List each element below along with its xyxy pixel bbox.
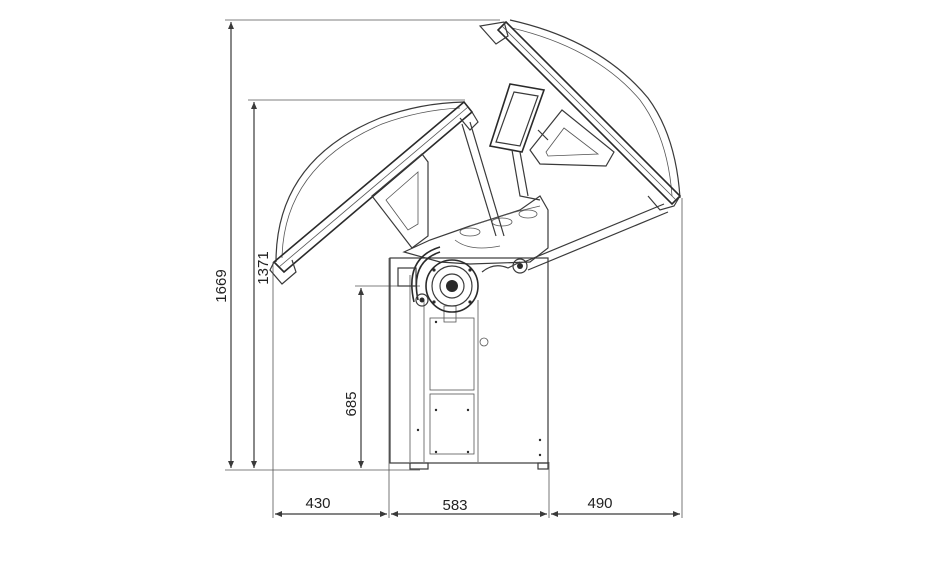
dim-guard-height-label: 1371 [255, 251, 272, 284]
wheel-guard-left [269, 100, 505, 285]
balancer-shaft-assembly [397, 246, 528, 313]
dimension-lines [225, 19, 683, 518]
dim-base-width-label: 583 [442, 497, 467, 514]
dim-shaft-height-label: 685 [343, 391, 360, 416]
dim-overall-height-label: 1669 [213, 269, 230, 302]
wheel-guard-right [478, 19, 682, 271]
monitor-display [488, 83, 549, 201]
weight-tray [402, 195, 549, 265]
dim-left-offset-label: 430 [305, 495, 330, 512]
dim-right-offset-label: 490 [587, 495, 612, 512]
machine-cabinet [389, 257, 549, 470]
